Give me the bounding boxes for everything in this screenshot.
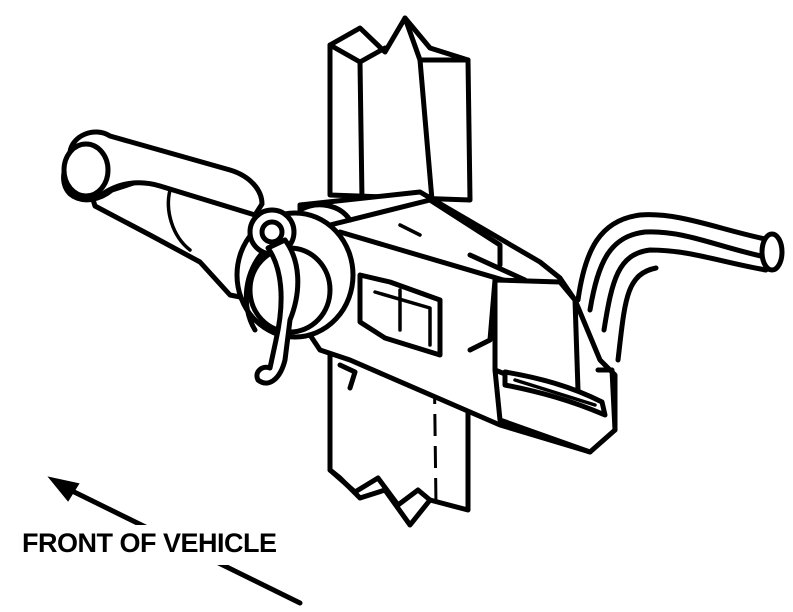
ignition-switch-housing: [297, 189, 618, 455]
column-bracket: [327, 15, 473, 528]
retaining-clip: [234, 202, 356, 386]
front-of-vehicle-label: FRONT OF VEHICLE: [22, 528, 277, 558]
front-direction-arrow: [18, 476, 328, 606]
steering-column-shaft: [61, 129, 265, 303]
wiring-harness: [575, 212, 785, 363]
arrow-head-icon: [47, 476, 80, 502]
